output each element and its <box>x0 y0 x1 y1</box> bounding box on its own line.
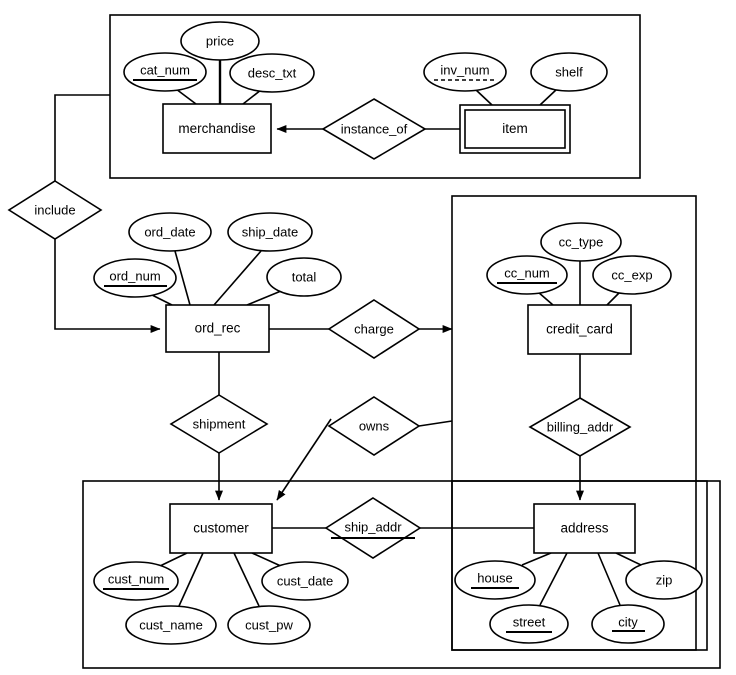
connector-ord_rec-total <box>246 290 282 306</box>
attribute-cc_type-label: cc_type <box>559 234 604 249</box>
attribute-cc_exp[interactable]: cc_exp <box>592 255 672 295</box>
connector-credit_card-cc_num <box>537 291 554 306</box>
attribute-shelf-label: shelf <box>555 64 583 79</box>
attribute-zip-label: zip <box>656 572 673 587</box>
attribute-ord_num-label: ord_num <box>109 268 160 283</box>
attribute-desc_txt[interactable]: desc_txt <box>229 53 315 93</box>
attribute-city-label: city <box>618 614 638 629</box>
attribute-cust_num[interactable]: cust_num <box>93 561 179 601</box>
attribute-cust_num-label: cust_num <box>108 571 164 586</box>
relationship-owns[interactable]: owns <box>327 396 421 456</box>
entity-customer-label: customer <box>193 521 249 536</box>
attribute-price-label: price <box>206 33 234 48</box>
attribute-desc_txt-label: desc_txt <box>248 65 297 80</box>
attribute-city[interactable]: city <box>591 604 665 644</box>
connector-layer <box>54 60 642 607</box>
attribute-cust_date[interactable]: cust_date <box>261 561 349 601</box>
attribute-cat_num-label: cat_num <box>140 62 190 77</box>
connector-customer-cust_num <box>159 552 188 567</box>
connector-credit_card-cc_exp <box>606 291 621 306</box>
connector-owns-credit-card-container <box>418 420 453 427</box>
connector-address-street <box>539 552 568 606</box>
attribute-street-label: street <box>513 614 546 629</box>
connector-merchandise-desc_txt <box>242 89 262 105</box>
attribute-zip[interactable]: zip <box>625 560 703 600</box>
attribute-ord_date[interactable]: ord_date <box>128 212 212 252</box>
attribute-total[interactable]: total <box>266 257 342 297</box>
relationship-charge[interactable]: charge <box>327 299 421 359</box>
connector-customer-cust_name <box>178 552 204 607</box>
relationship-ship_addr[interactable]: ship_addr <box>324 497 422 559</box>
entity-credit_card[interactable]: credit_card <box>527 304 632 355</box>
attribute-cc_num-label: cc_num <box>504 265 550 280</box>
relationship-shipment-label: shipment <box>193 416 246 431</box>
connector-item-inv_num <box>474 88 493 106</box>
attribute-cc_type[interactable]: cc_type <box>540 222 622 262</box>
connector-address-zip <box>615 552 642 566</box>
attribute-ord_date-label: ord_date <box>144 224 195 239</box>
attribute-inv_num-label: inv_num <box>440 62 489 77</box>
entity-address[interactable]: address <box>533 503 636 554</box>
attribute-layer: price cat_num desc_txt inv_num shelf ord… <box>93 21 703 645</box>
attribute-shelf[interactable]: shelf <box>530 52 608 92</box>
relationship-instance_of[interactable]: instance_of <box>321 98 427 160</box>
connector-address-city <box>597 552 621 606</box>
attribute-house[interactable]: house <box>454 560 536 600</box>
relationship-owns-label: owns <box>359 418 390 433</box>
entity-address-label: address <box>560 521 608 536</box>
relationship-layer: instance_of include charge owns billing_… <box>7 98 632 559</box>
entity-ord_rec[interactable]: ord_rec <box>165 304 270 353</box>
connector-customer-cust_pw <box>233 552 260 607</box>
entity-customer[interactable]: customer <box>169 503 273 554</box>
container-layer <box>82 14 721 669</box>
attribute-street[interactable]: street <box>489 604 569 644</box>
relationship-billing_addr[interactable]: billing_addr <box>528 397 632 457</box>
connector-ord_rec-ord_num <box>149 293 173 306</box>
entity-item[interactable]: item <box>459 104 571 154</box>
relationship-charge-label: charge <box>354 321 394 336</box>
attribute-inv_num[interactable]: inv_num <box>423 52 507 92</box>
customer-container <box>82 480 721 669</box>
relationship-ship_addr-label: ship_addr <box>344 519 402 534</box>
attribute-cc_num[interactable]: cc_num <box>486 255 568 295</box>
entity-merchandise[interactable]: merchandise <box>162 103 272 154</box>
entity-layer: merchandise item ord_rec credit_card cus… <box>162 103 636 554</box>
connector-include-top-container <box>54 94 110 181</box>
attribute-house-label: house <box>477 570 512 585</box>
attribute-price[interactable]: price <box>180 21 260 61</box>
connector-ord_rec-ord_date <box>174 250 191 306</box>
relationship-instance_of-label: instance_of <box>341 121 408 136</box>
connector-include-ord_rec <box>54 239 161 333</box>
relationship-shipment[interactable]: shipment <box>169 394 269 454</box>
connector-customer-cust_date <box>251 552 284 568</box>
relationship-include[interactable]: include <box>7 180 103 240</box>
attribute-ship_date-label: ship_date <box>242 224 298 239</box>
attribute-ship_date[interactable]: ship_date <box>227 212 313 252</box>
attribute-ord_num[interactable]: ord_num <box>93 258 177 298</box>
attribute-cust_date-label: cust_date <box>277 573 333 588</box>
relationship-billing_addr-label: billing_addr <box>547 419 614 434</box>
connector-merchandise-cat_num <box>175 88 197 105</box>
attribute-cust_name-label: cust_name <box>139 617 203 632</box>
merchandise-item-container <box>109 14 641 179</box>
connector-ord_rec-ship_date <box>213 250 262 306</box>
entity-item-label: item <box>502 121 528 136</box>
connector-owns-customer <box>276 418 332 501</box>
attribute-cust_pw-label: cust_pw <box>245 617 293 632</box>
attribute-cat_num[interactable]: cat_num <box>123 52 207 92</box>
entity-credit_card-label: credit_card <box>546 322 613 337</box>
entity-ord_rec-label: ord_rec <box>195 321 241 336</box>
connector-address-house <box>521 552 552 566</box>
attribute-cc_exp-label: cc_exp <box>611 267 652 282</box>
attribute-total-label: total <box>292 269 317 284</box>
attribute-cust_pw[interactable]: cust_pw <box>227 605 311 645</box>
entity-merchandise-label: merchandise <box>178 121 255 136</box>
relationship-include-label: include <box>34 202 75 217</box>
connector-item-shelf <box>539 88 558 106</box>
attribute-cust_name[interactable]: cust_name <box>125 605 217 645</box>
